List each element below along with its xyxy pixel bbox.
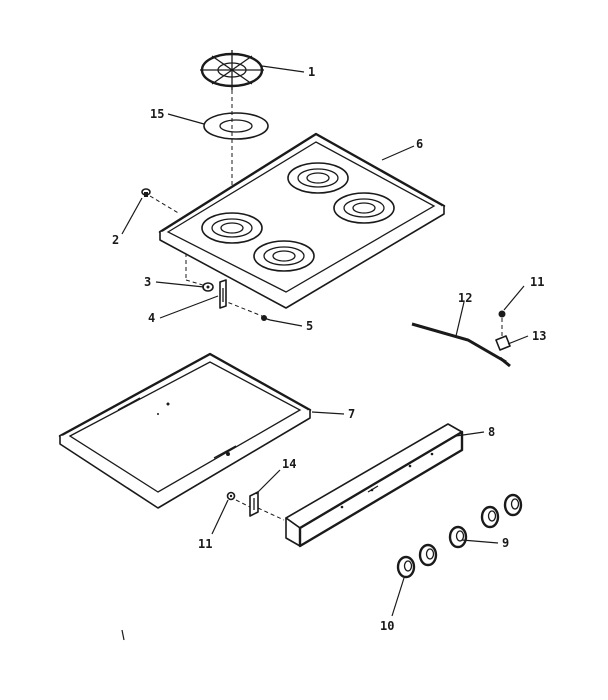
burner-well: [287, 162, 349, 194]
control-panel: [285, 423, 464, 548]
callout-2: 2: [112, 233, 119, 247]
screw-part: [226, 491, 236, 501]
callout-14: 14: [282, 457, 296, 471]
callout-7: 7: [348, 407, 355, 421]
screw-part: [261, 315, 271, 321]
mounting-bracket: [249, 491, 259, 517]
callout-12: 12: [458, 291, 472, 305]
clip-part: [495, 335, 511, 351]
stud-part: [202, 282, 214, 292]
bumper-part: [141, 188, 151, 197]
burner-well: [201, 212, 263, 244]
callout-5: 5: [306, 319, 313, 333]
burner-ring: [203, 112, 269, 140]
burner-well: [333, 192, 395, 224]
callout-9: 9: [502, 536, 509, 550]
alignment-line: [221, 299, 263, 317]
screw-part: [498, 310, 506, 318]
alignment-line: [185, 279, 207, 287]
callout-15: 15: [150, 107, 164, 121]
callout-10: 10: [380, 619, 394, 633]
control-knob: [480, 505, 500, 529]
burner-tray: [58, 352, 312, 509]
callout-4: 4: [148, 311, 155, 325]
callout-8: 8: [488, 425, 495, 439]
stray-mark: [121, 629, 125, 641]
burner-well: [253, 240, 315, 272]
leader-lines: [121, 65, 529, 617]
cooktop: [158, 132, 446, 309]
control-knob: [418, 543, 438, 567]
alignment-line: [149, 195, 181, 215]
control-knob: [503, 493, 523, 517]
bracket-part: [219, 279, 227, 309]
control-knob: [448, 525, 468, 549]
callout-13: 13: [532, 329, 546, 343]
callout-6: 6: [416, 137, 423, 151]
callout-1: 1: [308, 65, 315, 79]
callout-11-lower: 11: [198, 537, 212, 551]
callout-3: 3: [144, 275, 151, 289]
control-knob: [396, 555, 416, 579]
callout-11-upper: 11: [530, 275, 544, 289]
wire-rod: [411, 322, 511, 368]
burner-grate: [200, 50, 264, 90]
alignment-line: [257, 507, 285, 521]
